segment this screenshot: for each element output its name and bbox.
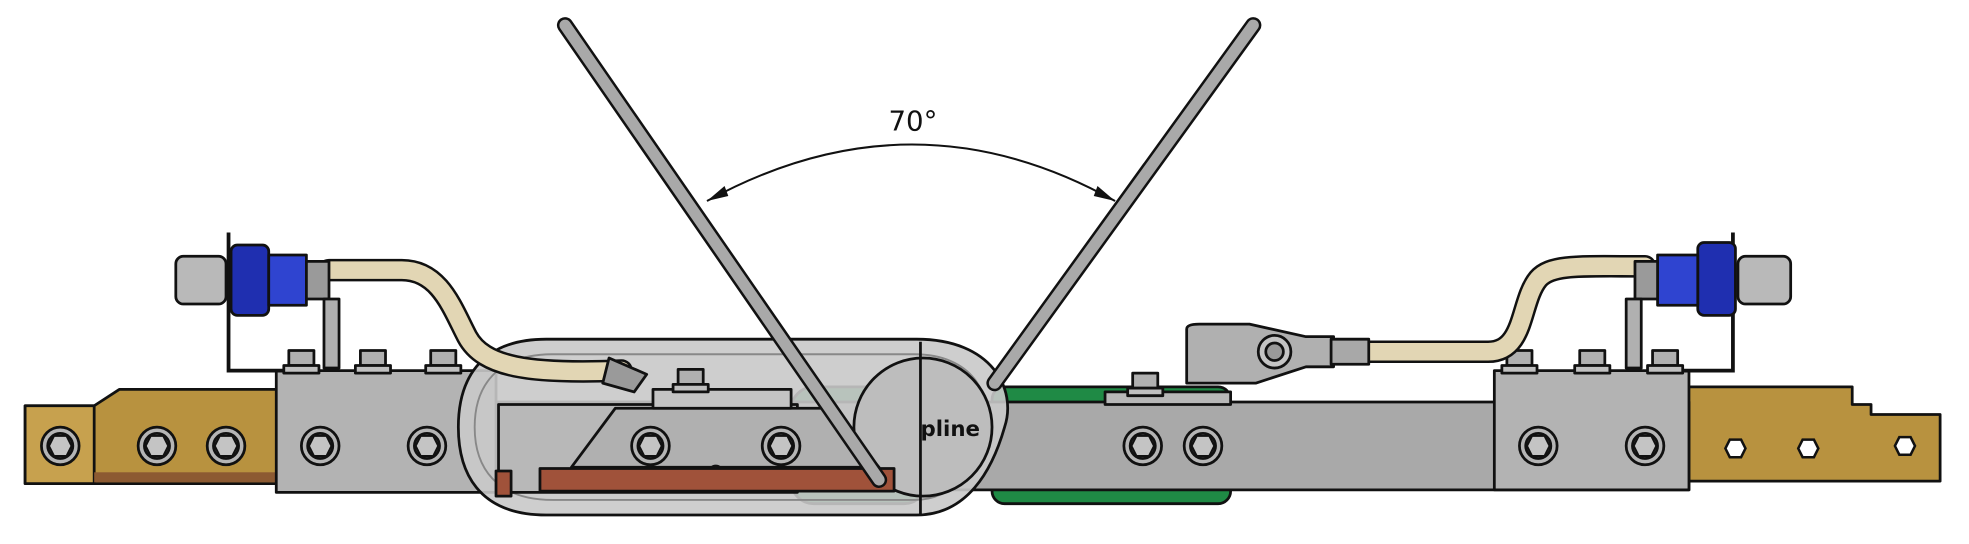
left-insulator-terminal xyxy=(174,232,341,373)
right-brass-terminal xyxy=(1681,385,1942,483)
copper-conductor xyxy=(538,467,896,493)
right-operating-rod xyxy=(986,17,1262,392)
arrowhead-right-icon xyxy=(1093,185,1116,202)
right-insulator-terminal xyxy=(1624,232,1793,373)
left-operating-rod xyxy=(556,17,888,488)
arrowhead-left-icon xyxy=(706,185,729,202)
angle-dimension: 70° xyxy=(706,105,1116,202)
manufacturer-logo: pline xyxy=(920,417,980,442)
angle-label: 70° xyxy=(888,105,937,138)
left-cable xyxy=(317,258,649,394)
right-cable xyxy=(1185,254,1657,385)
